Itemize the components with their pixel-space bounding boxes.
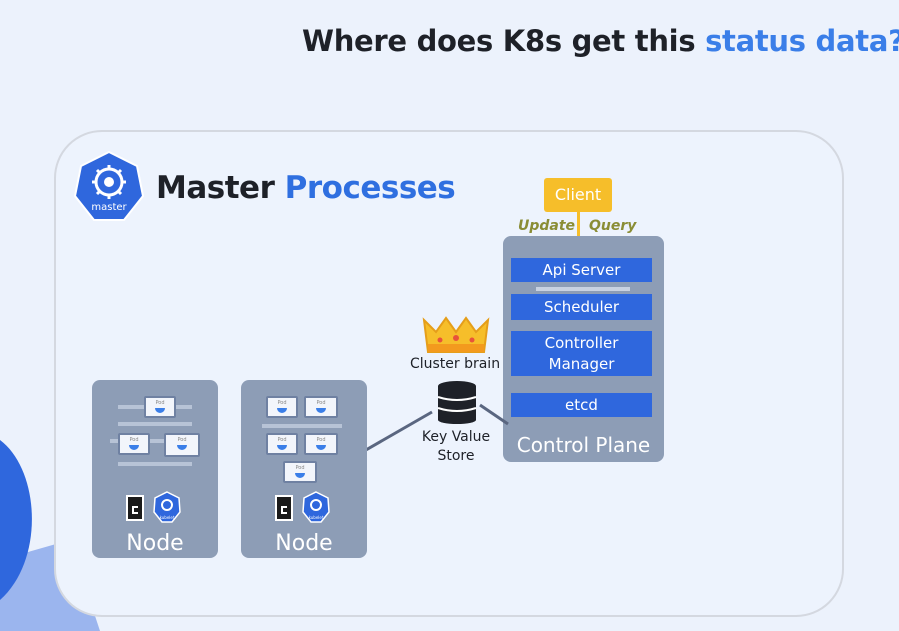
master-title-text: Master — [156, 170, 285, 206]
scheduler-component: Scheduler — [511, 294, 652, 320]
node-2-bar — [262, 424, 342, 428]
update-label: Update — [518, 218, 576, 234]
api-server-component: Api Server — [511, 258, 652, 282]
kubelet-label: kubelet — [159, 515, 175, 520]
slide-title-text: Where does K8s get this — [302, 24, 706, 58]
query-label: Query — [589, 218, 637, 234]
pod-label: Pod — [177, 437, 187, 443]
node-1-bar — [118, 422, 192, 426]
node-2-pod: Pod — [304, 396, 338, 418]
client-box: Client — [544, 178, 612, 212]
node-1-label: Node — [126, 531, 184, 556]
api-server-divider — [536, 287, 630, 291]
pod-label: Pod — [129, 437, 139, 443]
node-1-pod: Pod — [164, 433, 200, 457]
kubelet-label: kubelet — [308, 515, 324, 520]
kubelet-icon — [302, 491, 330, 523]
master-icon-label: master — [91, 202, 127, 213]
crown-icon — [422, 316, 490, 353]
node-2-pod: Pod — [283, 461, 317, 483]
pod-label: Pod — [295, 465, 305, 471]
node-1-bar — [110, 439, 200, 443]
etcd-component: etcd — [511, 393, 652, 417]
master-title-highlight: Processes — [284, 170, 456, 206]
client-connector-line — [577, 212, 580, 256]
master-icon — [74, 150, 144, 221]
node-1-pod: Pod — [118, 433, 150, 455]
slide-title-highlight: status data? — [705, 24, 899, 58]
pod-label: Pod — [316, 437, 326, 443]
slide-title: Where does K8s get this status data? — [302, 24, 899, 58]
master-processes-title: Master Processes — [156, 170, 456, 206]
docker-icon — [126, 495, 144, 521]
cluster-brain-label: Cluster brain — [409, 356, 501, 372]
pod-label: Pod — [277, 437, 287, 443]
pod-label: Pod — [277, 400, 287, 406]
kubelet-icon — [153, 491, 181, 523]
node-1-bar — [118, 462, 192, 466]
node-2-pod: Pod — [266, 433, 298, 455]
pod-label: Pod — [316, 400, 326, 406]
controller-manager-component: Controller Manager — [511, 331, 652, 376]
key-value-store-line2: Store — [437, 448, 475, 464]
key-value-store-line1: Key Value — [421, 429, 491, 445]
docker-icon — [275, 495, 293, 521]
key-value-store-label: Key Value Store — [402, 428, 510, 466]
control-plane-label: Control Plane — [516, 433, 651, 457]
node-1-pod: Pod — [144, 396, 176, 418]
node-2-label: Node — [275, 531, 333, 556]
node-2-pod: Pod — [304, 433, 338, 455]
pod-label: Pod — [155, 400, 165, 406]
database-icon — [437, 381, 477, 424]
node-2-pod: Pod — [266, 396, 298, 418]
